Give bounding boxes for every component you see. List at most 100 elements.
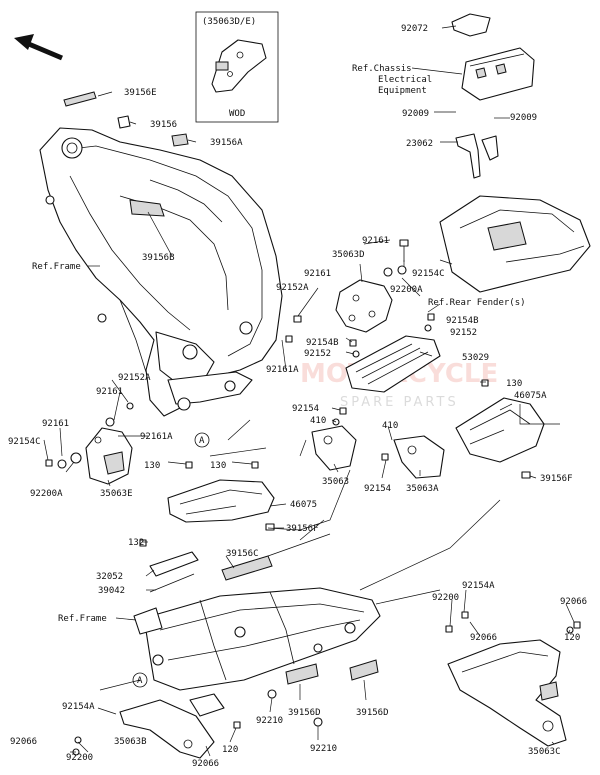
label-92152-right: 92152 xyxy=(450,328,477,338)
part-35063 xyxy=(311,425,357,471)
part-39156A xyxy=(171,133,189,147)
label-92072: 92072 xyxy=(401,24,428,34)
label-120-bottom: 120 xyxy=(222,745,238,755)
label-35063A: 35063A xyxy=(406,484,439,494)
label-92154A-right: 92154A xyxy=(462,581,495,591)
label-39042: 39042 xyxy=(98,586,125,596)
part-35063A xyxy=(393,435,445,479)
label-39156F: 39156F xyxy=(286,524,319,534)
label-92066-right: 92066 xyxy=(470,633,497,643)
label-39156E: 39156E xyxy=(124,88,157,98)
label-132: 132 xyxy=(128,538,144,548)
svg-text:A: A xyxy=(137,676,143,686)
part-23062-b xyxy=(481,135,499,161)
label-39156B: 39156B xyxy=(142,253,175,263)
label-92009-a: 92009 xyxy=(402,109,429,119)
label-130-b: 130 xyxy=(210,461,226,471)
label-35063B: 35063B xyxy=(114,737,147,747)
main-frame xyxy=(39,127,283,417)
callout-a-top: A xyxy=(194,432,210,448)
label-120-right: 120 xyxy=(564,633,580,643)
part-23062 xyxy=(455,133,481,179)
label-92161-b: 92161 xyxy=(304,269,331,279)
part-46075A xyxy=(455,397,545,463)
label-35063: 35063 xyxy=(322,477,349,487)
label-23062: 23062 xyxy=(406,139,433,149)
label-92161-a: 92161 xyxy=(362,236,389,246)
part-39156E xyxy=(63,91,97,107)
label-92152A-top: 92152A xyxy=(276,283,309,293)
label-ref-frame-1: Ref.Frame xyxy=(32,262,81,272)
label-ref-chassis-3: Equipment xyxy=(378,86,427,96)
label-92161A-center: 92161A xyxy=(266,365,299,375)
label-ref-rear-fender: Ref.Rear Fender(s) xyxy=(428,298,526,308)
label-92066-bottom: 92066 xyxy=(192,759,219,769)
label-ref-chassis-1: Ref.Chassis xyxy=(352,64,412,74)
label-35063E: 35063E xyxy=(100,489,133,499)
part-labels: 92072 Ref.Chassis Electrical Equipment 9… xyxy=(8,24,587,769)
label-35063D: 35063D xyxy=(332,250,365,260)
label-92154A-left: 92154A xyxy=(62,702,95,712)
label-92161-left: 92161 xyxy=(96,387,123,397)
label-92154-center: 92154 xyxy=(292,404,319,414)
label-92161-left2: 92161 xyxy=(42,419,69,429)
part-39156 xyxy=(117,115,131,129)
watermark-line2: SPARE PARTS xyxy=(340,395,459,410)
label-92154C-top: 92154C xyxy=(412,269,445,279)
part-46075 xyxy=(167,479,275,523)
label-53029: 53029 xyxy=(462,353,489,363)
label-ref-chassis-2: Electrical xyxy=(378,75,432,85)
part-35063D xyxy=(335,279,393,333)
label-92009-b: 92009 xyxy=(510,113,537,123)
part-35063C xyxy=(447,639,567,747)
label-ref-frame-2: Ref.Frame xyxy=(58,614,107,624)
label-130-right: 130 xyxy=(506,379,522,389)
label-35063C: 35063C xyxy=(528,747,561,757)
inset-box: (35063D/E) WOD xyxy=(195,11,279,123)
rear-subframe xyxy=(133,555,381,691)
label-92200-left: 92200 xyxy=(66,753,93,763)
label-92066-right2: 92066 xyxy=(560,597,587,607)
label-92154B-right: 92154B xyxy=(446,316,479,326)
label-410-center: 410 xyxy=(310,416,326,426)
label-92210-a: 92210 xyxy=(256,716,283,726)
label-130-a: 130 xyxy=(144,461,160,471)
label-46075A: 46075A xyxy=(514,391,547,401)
label-92066-left: 92066 xyxy=(10,737,37,747)
label-92154-right: 92154 xyxy=(364,484,391,494)
label-39156A: 39156A xyxy=(210,138,243,148)
label-92154C-left: 92154C xyxy=(8,437,41,447)
part-35063B xyxy=(119,693,225,759)
label-92161A-left: 92161A xyxy=(140,432,173,442)
part-39156F-right xyxy=(521,471,531,479)
inset-caption: WOD xyxy=(229,109,245,119)
rear-fender xyxy=(439,195,591,293)
part-39156F xyxy=(265,523,275,531)
label-92152A-left: 92152A xyxy=(118,373,151,383)
label-32052: 32052 xyxy=(96,572,123,582)
label-39156D-b: 39156D xyxy=(356,708,389,718)
battery-box xyxy=(451,13,535,101)
front-direction-arrow-icon xyxy=(14,34,63,61)
part-53029 xyxy=(345,335,441,393)
leader-lines xyxy=(43,25,575,757)
part-35063E xyxy=(85,427,133,485)
label-92210-b: 92210 xyxy=(310,744,337,754)
label-92154B-center: 92154B xyxy=(306,338,339,348)
label-39156D-a: 39156D xyxy=(288,708,321,718)
label-410-right: 410 xyxy=(382,421,398,431)
callout-a-bottom: A xyxy=(132,672,148,688)
part-32052 xyxy=(149,551,199,577)
part-39042 xyxy=(149,573,195,593)
svg-text:A: A xyxy=(199,436,205,446)
label-92200A-top: 92200A xyxy=(390,285,423,295)
label-39156: 39156 xyxy=(150,120,177,130)
label-46075: 46075 xyxy=(290,500,317,510)
label-92200-right: 92200 xyxy=(432,593,459,603)
label-39156C: 39156C xyxy=(226,549,259,559)
label-39156F-right: 39156F xyxy=(540,474,573,484)
inset-title: (35063D/E) xyxy=(202,17,256,27)
label-92152-center: 92152 xyxy=(304,349,331,359)
